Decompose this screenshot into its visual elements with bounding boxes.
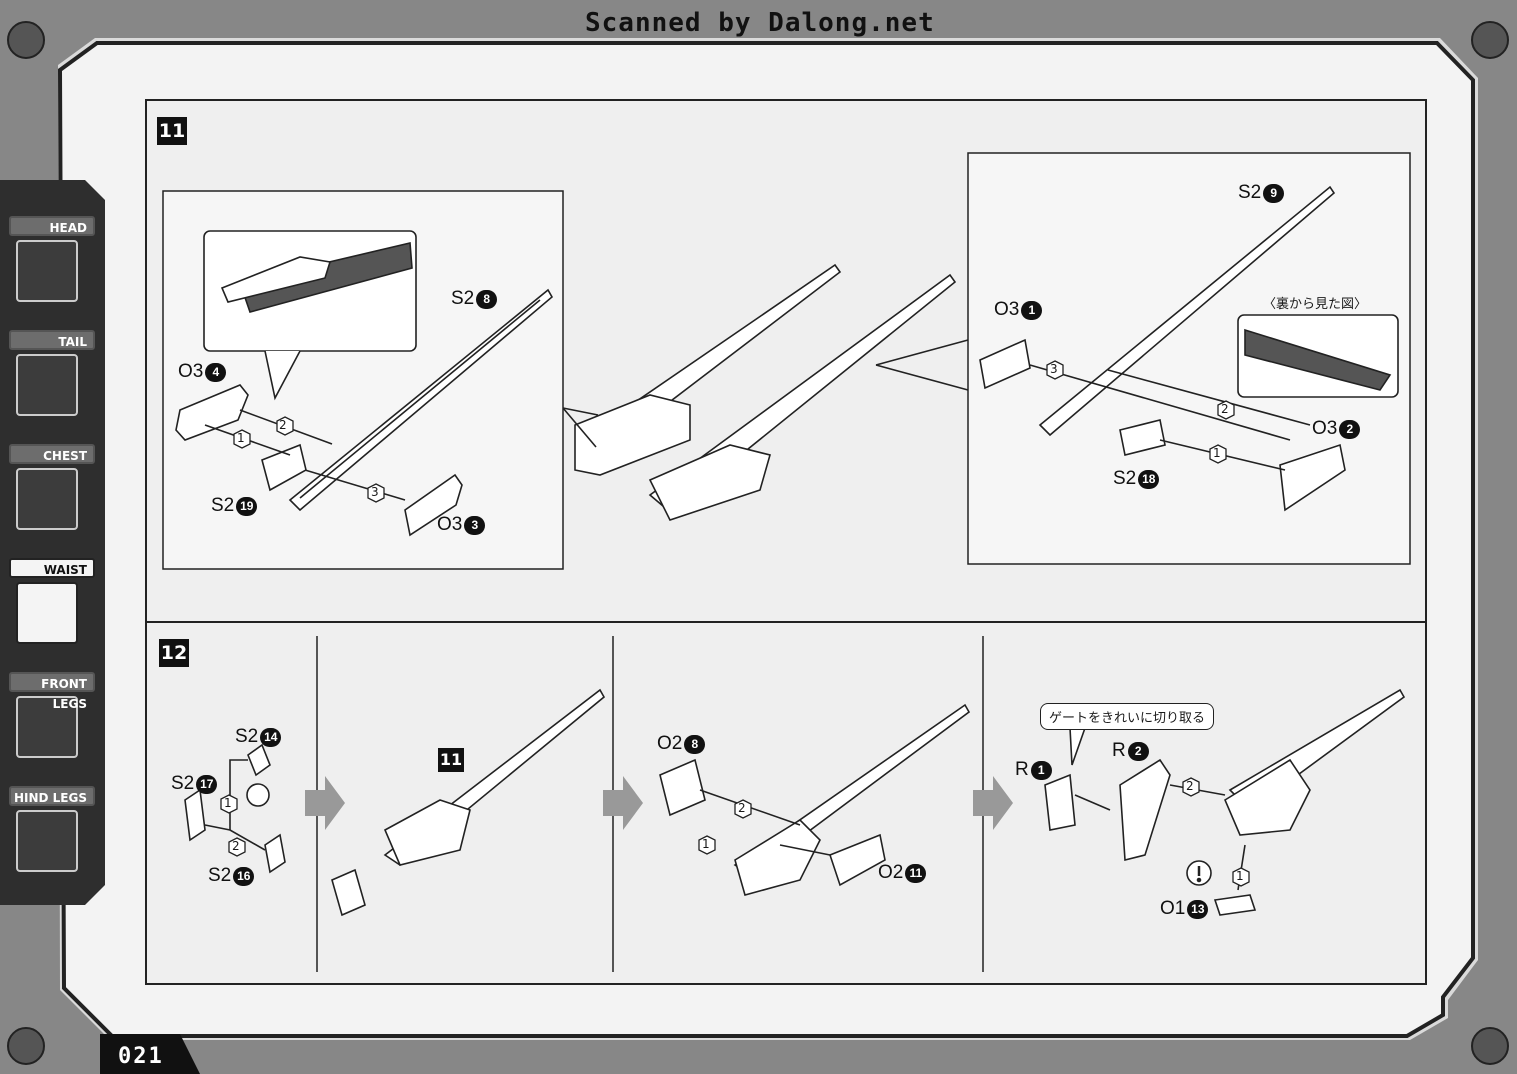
part-number-badge: 16 [233, 866, 255, 886]
part-code: S2 [235, 726, 259, 747]
part-code: S2 [1113, 468, 1137, 489]
sidebar-item-waist[interactable]: WAIST [9, 558, 95, 644]
part-code: O3 [437, 514, 463, 535]
part-label: S2 8 [451, 288, 498, 310]
order-mark: 1 [1213, 446, 1221, 460]
tail-thumbnail-icon [16, 354, 78, 416]
watermark-text: Scanned by Dalong.net [585, 8, 935, 38]
part-label: S2 14 [235, 726, 282, 748]
part-number-badge: 2 [1339, 419, 1361, 439]
order-mark: 2 [1221, 402, 1229, 416]
part-label: O1 13 [1160, 898, 1209, 920]
rear-view-caption: 〈裏から見た図〉 [1263, 297, 1368, 312]
sidebar-item-chest[interactable]: CHEST [9, 444, 95, 530]
part-number-badge: 1 [1030, 760, 1052, 780]
part-code: O1 [1160, 898, 1186, 919]
part-code: R [1112, 740, 1126, 761]
head-thumbnail-icon [16, 240, 78, 302]
part-label: S2 17 [171, 773, 218, 795]
hind-legs-thumbnail-icon [16, 810, 78, 872]
part-code: O2 [657, 733, 683, 754]
part-label: O2 11 [878, 862, 927, 884]
page-number: 021 [118, 1044, 164, 1069]
part-label: R 1 [1015, 759, 1052, 781]
part-number-badge: 4 [205, 362, 227, 382]
part-number-badge: 11 [905, 863, 927, 883]
part-label: S2 19 [211, 495, 258, 517]
part-label: S2 9 [1238, 182, 1285, 204]
part-label: R 2 [1112, 740, 1149, 762]
order-mark: 1 [224, 796, 232, 810]
part-label: O3 2 [1312, 418, 1361, 440]
part-code: O2 [878, 862, 904, 883]
gate-cut-callout: ゲートをきれいに切り取る [1040, 703, 1215, 730]
step-reference-11: 11 [438, 748, 464, 772]
part-label: O3 1 [994, 299, 1043, 321]
sidebar-item-label: CHEST [9, 444, 95, 464]
part-label: S2 18 [1113, 468, 1160, 490]
part-label: S2 16 [208, 865, 255, 887]
part-code: S2 [208, 865, 232, 886]
waist-thumbnail-icon [16, 582, 78, 644]
part-number-badge: 8 [684, 734, 706, 754]
sidebar-item-front-legs[interactable]: FRONT LEGS [9, 672, 95, 758]
part-number-badge: 18 [1138, 469, 1160, 489]
sidebar-item-label: FRONT LEGS [9, 672, 95, 711]
part-number-badge: 14 [260, 727, 282, 747]
section-sidebar: HEAD TAIL CHEST WAIST FRONT LEGS HIND LE… [0, 180, 105, 900]
part-code: S2 [1238, 182, 1262, 203]
order-mark: 2 [279, 418, 287, 432]
part-number-badge: 1 [1021, 300, 1043, 320]
part-number-badge: 8 [476, 289, 498, 309]
sidebar-item-label: TAIL [9, 330, 95, 350]
part-label: O3 4 [178, 361, 227, 383]
part-code: S2 [171, 773, 195, 794]
step-number-12: 12 [159, 639, 189, 667]
part-code: O3 [994, 299, 1020, 320]
part-code: O3 [178, 361, 204, 382]
order-mark: 1 [702, 837, 710, 851]
part-number-badge: 19 [236, 496, 258, 516]
step-number-11: 11 [157, 117, 187, 145]
order-mark: 3 [371, 485, 379, 499]
order-mark: 2 [1186, 779, 1194, 793]
part-number-badge: 9 [1263, 183, 1285, 203]
order-mark: 3 [1050, 362, 1058, 376]
sidebar-item-tail[interactable]: TAIL [9, 330, 95, 416]
part-number-badge: 3 [464, 515, 486, 535]
part-label: O2 8 [657, 733, 706, 755]
chest-thumbnail-icon [16, 468, 78, 530]
part-label: O3 3 [437, 514, 486, 536]
sidebar-item-label: HIND LEGS [9, 786, 95, 806]
sidebar-item-head[interactable]: HEAD [9, 216, 95, 302]
front-legs-thumbnail-icon [16, 696, 78, 758]
part-number-badge: 2 [1127, 741, 1149, 761]
sidebar-item-label: HEAD [9, 216, 95, 236]
part-code: S2 [451, 288, 475, 309]
order-mark: 2 [738, 801, 746, 815]
part-code: S2 [211, 495, 235, 516]
order-mark: 1 [1236, 869, 1244, 883]
sidebar-item-hind-legs[interactable]: HIND LEGS [9, 786, 95, 872]
order-mark: 1 [237, 431, 245, 445]
part-code: O3 [1312, 418, 1338, 439]
part-number-badge: 13 [1187, 899, 1209, 919]
part-number-badge: 17 [196, 774, 218, 794]
part-code: R [1015, 759, 1029, 780]
sidebar-item-label: WAIST [9, 558, 95, 578]
order-mark: 2 [232, 839, 240, 853]
